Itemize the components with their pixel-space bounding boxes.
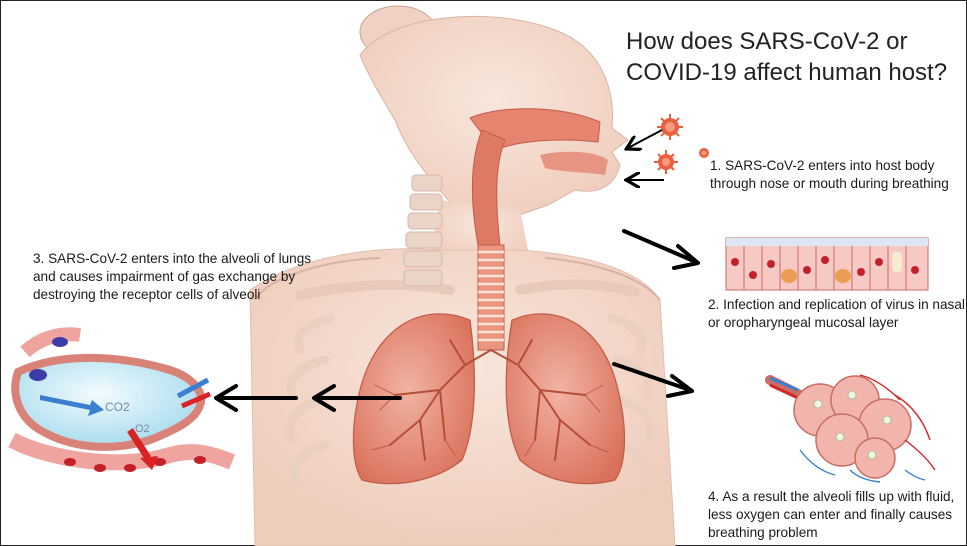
alveolus-gas-exchange: CO2 O2	[12, 334, 232, 472]
step-2-text: 2. Infection and replication of virus in…	[708, 296, 966, 332]
co2-label: CO2	[105, 400, 130, 414]
virus-icon	[699, 148, 709, 158]
virus-particles	[654, 114, 709, 174]
alveoli-cluster	[770, 375, 935, 482]
page-title: How does SARS-CoV-2 or COVID-19 affect h…	[626, 26, 956, 88]
step-3-text: 3. SARS-CoV-2 enters into the alveoli of…	[33, 250, 323, 304]
step-4-text: 4. As a result the alveoli fills up with…	[708, 488, 966, 542]
o2-label: O2	[135, 423, 150, 435]
small-arrow-icon	[628, 130, 662, 148]
mucosa-cells	[726, 238, 928, 290]
virus-icon	[657, 114, 683, 140]
step-1-text: 1. SARS-CoV-2 enters into host body thro…	[710, 157, 967, 193]
arrow-to-mucosa-icon	[624, 231, 698, 268]
virus-icon	[654, 150, 678, 174]
trachea	[478, 245, 504, 350]
